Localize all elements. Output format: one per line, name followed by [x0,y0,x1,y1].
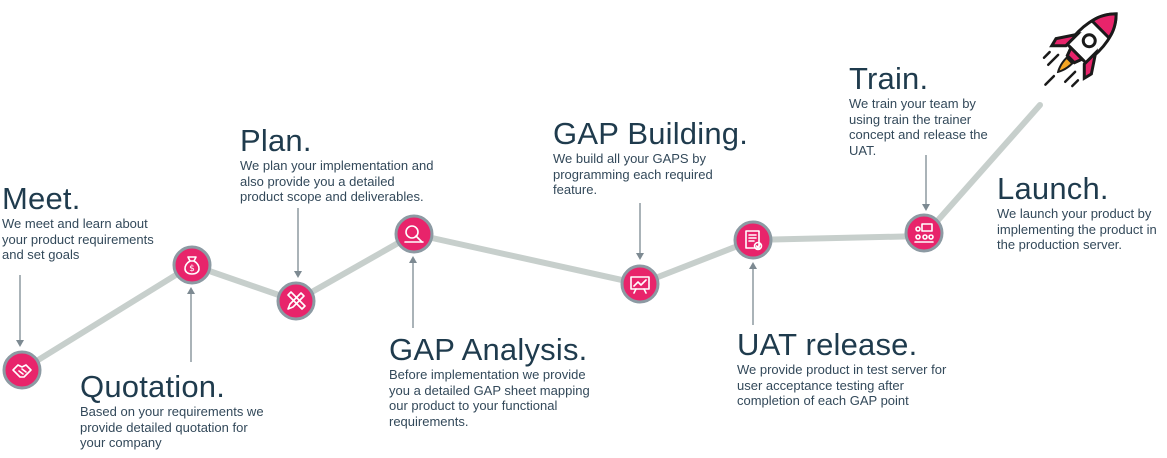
node-gap-analysis [394,214,434,254]
rocket-icon [1042,12,1118,88]
step-title: Launch. [997,171,1109,206]
node-quotation: $ [172,245,212,285]
magnifier-icon [404,225,424,243]
step-description: We launch your product by implementing t… [997,206,1157,252]
checklist-icon [745,230,763,251]
step-quotation: Quotation. Based on your requirements we… [80,370,265,451]
team-training-icon [914,223,934,243]
step-title: GAP Analysis. [389,332,588,367]
node-gap-building [620,264,660,304]
step-description: We meet and learn about your product req… [2,216,154,262]
step-description: We provide product in test server for us… [737,362,947,408]
node-train [904,213,944,253]
step-description: Before implementation we provide you a d… [389,367,590,429]
step-title: Meet. [2,181,81,216]
step-title: UAT release. [737,327,918,362]
step-description: Based on your requirements we provide de… [80,404,264,450]
node-plan [276,281,316,321]
step-title: GAP Building. [553,116,749,151]
presentation-board-icon [630,276,650,294]
step-title: Plan. [240,123,312,158]
step-description: We plan your implementation and also pro… [240,158,434,204]
step-meet: Meet. We meet and learn about your produ… [2,182,172,263]
pencil-ruler-icon [287,291,306,310]
step-uat-release: UAT release. We provide product in test … [737,328,947,409]
step-title: Train. [849,61,929,96]
step-gap-analysis: GAP Analysis. Before implementation we p… [389,333,599,429]
step-description: We train your team by using train the tr… [849,96,988,158]
step-train: Train. We train your team by using train… [849,62,999,158]
step-plan: Plan. We plan your implementation and al… [240,124,440,205]
step-title: Quotation. [80,369,226,404]
step-description: We build all your GAPS by programming ea… [553,151,713,197]
svg-text:$: $ [189,264,195,274]
step-launch: Launch. We launch your product by implem… [997,172,1165,253]
step-gap-building: GAP Building. We build all your GAPS by … [553,116,749,198]
money-bag-icon: $ [184,256,200,275]
pointer-arrows [16,155,930,362]
node-uat-release [733,220,773,260]
handshake-icon [12,364,32,378]
node-meet [2,350,42,390]
